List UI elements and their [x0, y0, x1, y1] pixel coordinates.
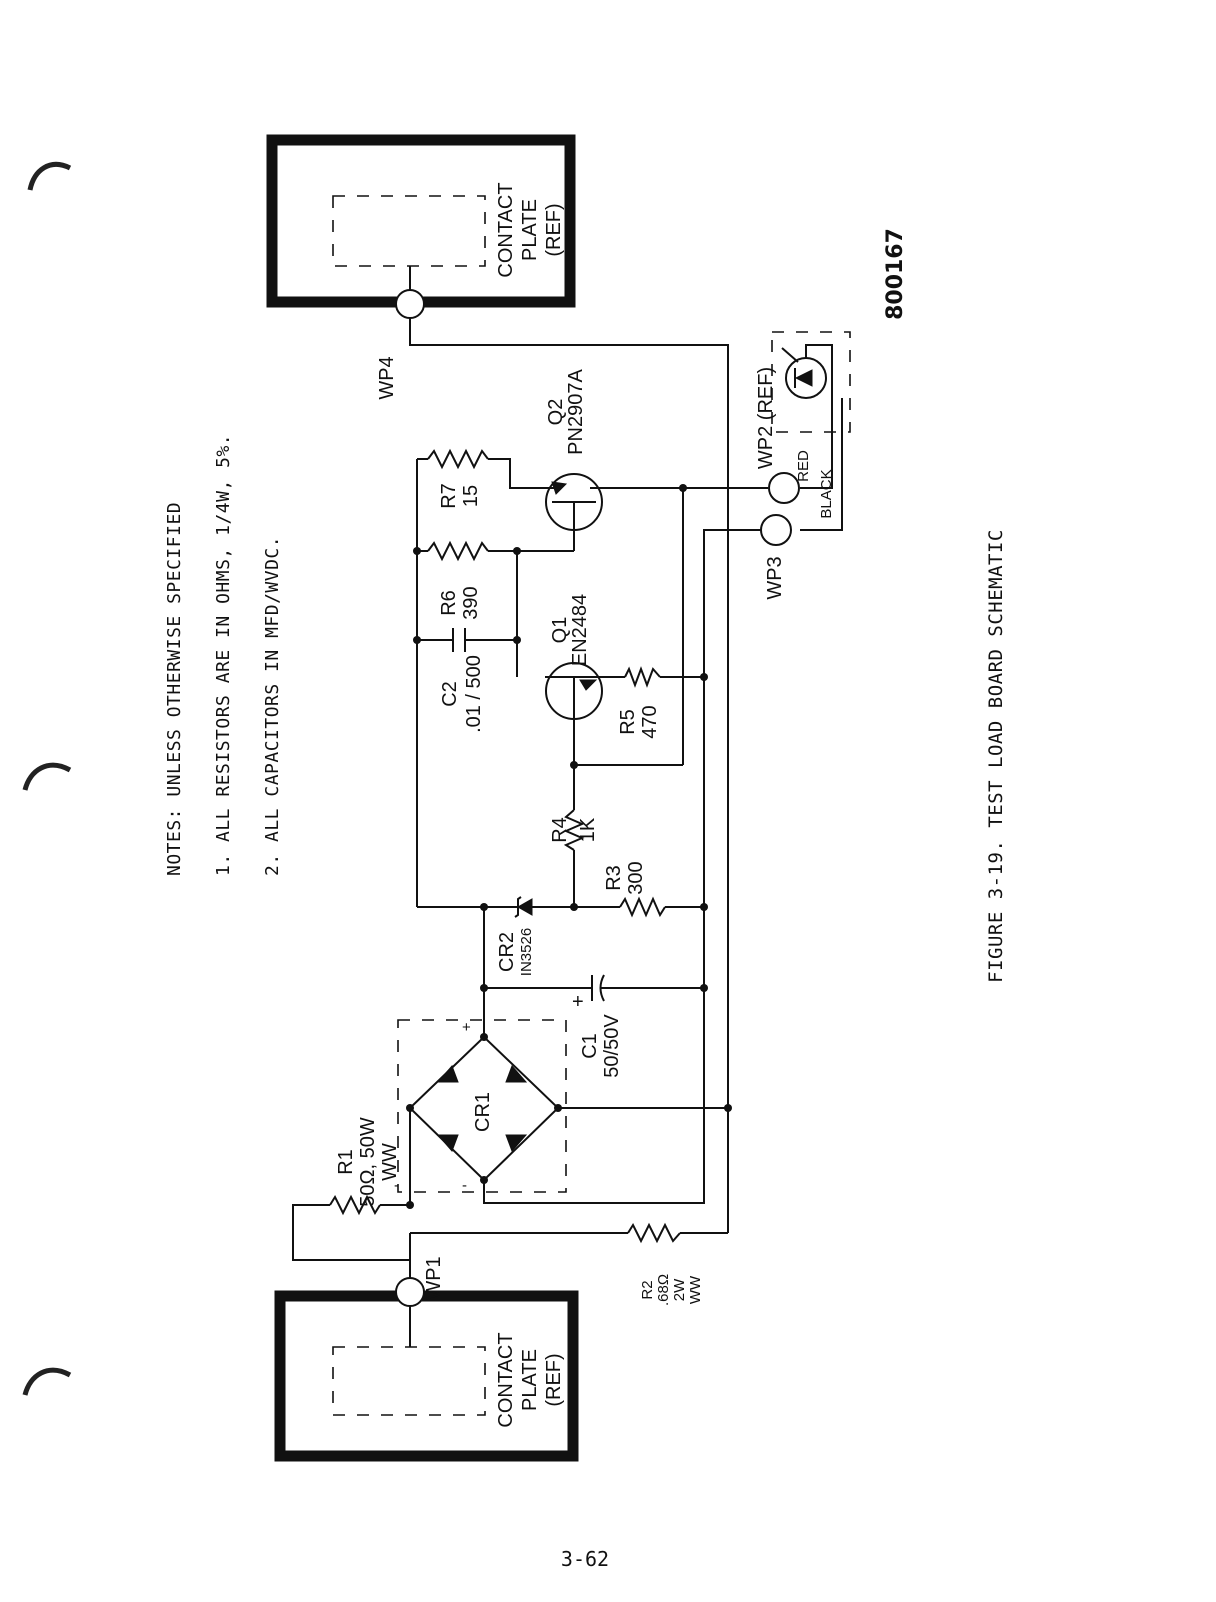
q2-part: PN2907A: [565, 369, 587, 455]
resistor-r7-symbol: [427, 448, 489, 470]
black-wire-label: BLACK: [818, 469, 835, 518]
note-2: 2. ALL CAPACITORS IN MFD/WVDC.: [262, 536, 283, 876]
q1-part: EN2484: [569, 594, 591, 666]
resistor-r3-symbol: [619, 896, 666, 918]
plate-top-label-1: CONTACT: [495, 182, 517, 277]
wiring: [292, 318, 790, 1280]
r2-power: 2W: [671, 1278, 688, 1301]
wp2-label: WP2 (REF): [755, 367, 777, 469]
c2-value: .01 / 500: [463, 655, 485, 733]
transistor-q2-symbol: [545, 473, 604, 531]
r1-minus-mark: -: [394, 1177, 399, 1194]
cr2-part: IN3526: [518, 928, 535, 976]
resistor-r4-symbol: [563, 809, 585, 851]
terminal-wp2: [768, 472, 800, 504]
notes-title: NOTES: UNLESS OTHERWISE SPECIFIED: [164, 502, 185, 876]
cr1-label: CR1: [472, 1092, 494, 1132]
r1-note: WW: [379, 1143, 401, 1181]
r2-note: WW: [687, 1275, 704, 1304]
r4-ref: R4: [549, 817, 571, 843]
page-number: 3-62: [561, 1547, 609, 1571]
transistor-q1-symbol: [545, 662, 603, 720]
q2-label: Q2 PN2907A: [545, 369, 587, 455]
c1-label: C1 50/50V: [579, 1014, 623, 1078]
r1-label: R1 50Ω, 50W WW: [335, 1117, 401, 1207]
wp4-label: WP4: [376, 356, 398, 399]
r5-label: R5 470: [617, 705, 661, 738]
cr2-label: CR2 IN3526: [496, 928, 535, 976]
r5-value: 470: [639, 705, 661, 738]
contact-plate-top: CONTACT PLATE (REF): [266, 134, 576, 308]
terminal-wp4: [395, 289, 425, 319]
r4-label: R4 1K: [549, 817, 599, 843]
indicator-reference-box: [771, 331, 851, 531]
c1-value: 50/50V: [601, 1014, 623, 1078]
r5-ref: R5: [617, 709, 639, 735]
plate-top-label-3: (REF): [543, 203, 565, 256]
resistor-r5-symbol: [624, 666, 661, 688]
r1-value: 50Ω, 50W: [357, 1117, 379, 1207]
c2-ref: C2: [439, 681, 461, 707]
r3-label: R3 300: [603, 861, 647, 894]
r7-ref: R7: [438, 483, 460, 509]
c2-label: C2 .01 / 500: [439, 655, 485, 733]
bridge-minus-mark: -: [462, 1177, 467, 1194]
plate-top-label-2: PLATE: [519, 199, 541, 261]
terminal-wp3: [760, 514, 792, 546]
figure-caption: FIGURE 3-19. TEST LOAD BOARD SCHEMATIC: [985, 529, 1007, 983]
r6-ref: R6: [438, 590, 460, 616]
q2-ref: Q2: [545, 399, 567, 426]
r3-value: 300: [625, 861, 647, 894]
capacitor-c2-symbol: [452, 628, 466, 652]
resistor-r6-symbol: [427, 540, 489, 562]
r7-value: 15: [460, 485, 482, 507]
junction-dots: [406, 484, 732, 1209]
resistor-r1-symbol: [329, 1194, 381, 1216]
r2-value: .68Ω: [655, 1274, 672, 1306]
capacitor-c1-symbol: [591, 974, 605, 1002]
r6-label: R6 390: [438, 586, 482, 619]
r2-label: R2 .68Ω 2W WW: [639, 1274, 704, 1306]
c1-ref: C1: [579, 1033, 601, 1059]
r2-ref: R2: [639, 1280, 656, 1299]
notes-block: NOTES: UNLESS OTHERWISE SPECIFIED 1. ALL…: [164, 434, 283, 876]
r4-value: 1K: [577, 817, 599, 842]
resistor-r2-symbol: [627, 1222, 681, 1244]
plate-bottom-label-1: CONTACT: [495, 1332, 517, 1427]
cr2-ref: CR2: [496, 932, 518, 972]
wp1-label: WP1: [423, 1256, 445, 1299]
red-wire-label: RED: [795, 450, 812, 482]
bridge-rectifier-cr1: [397, 1019, 567, 1193]
zener-cr2-symbol: [514, 896, 533, 918]
c1-plus-mark: +: [572, 991, 584, 1013]
drawing-number: 800167: [883, 228, 908, 320]
plate-bottom-label-3: (REF): [543, 1353, 565, 1406]
terminal-wp1: [395, 1277, 425, 1307]
bridge-plus-mark: +: [462, 1019, 471, 1036]
r3-ref: R3: [603, 865, 625, 891]
q1-label: Q1 EN2484: [549, 594, 591, 666]
r6-value: 390: [460, 586, 482, 619]
wp3-label: WP3: [764, 556, 786, 599]
r1-ref: R1: [335, 1149, 357, 1175]
contact-plate-bottom: CONTACT PLATE (REF): [274, 1290, 579, 1462]
r7-label: R7 15: [438, 483, 482, 509]
binder-marks: [22, 161, 72, 1396]
plate-bottom-label-2: PLATE: [519, 1349, 541, 1411]
note-1: 1. ALL RESISTORS ARE IN OHMS, 1/4W, 5%.: [213, 434, 234, 876]
q1-ref: Q1: [549, 617, 571, 644]
